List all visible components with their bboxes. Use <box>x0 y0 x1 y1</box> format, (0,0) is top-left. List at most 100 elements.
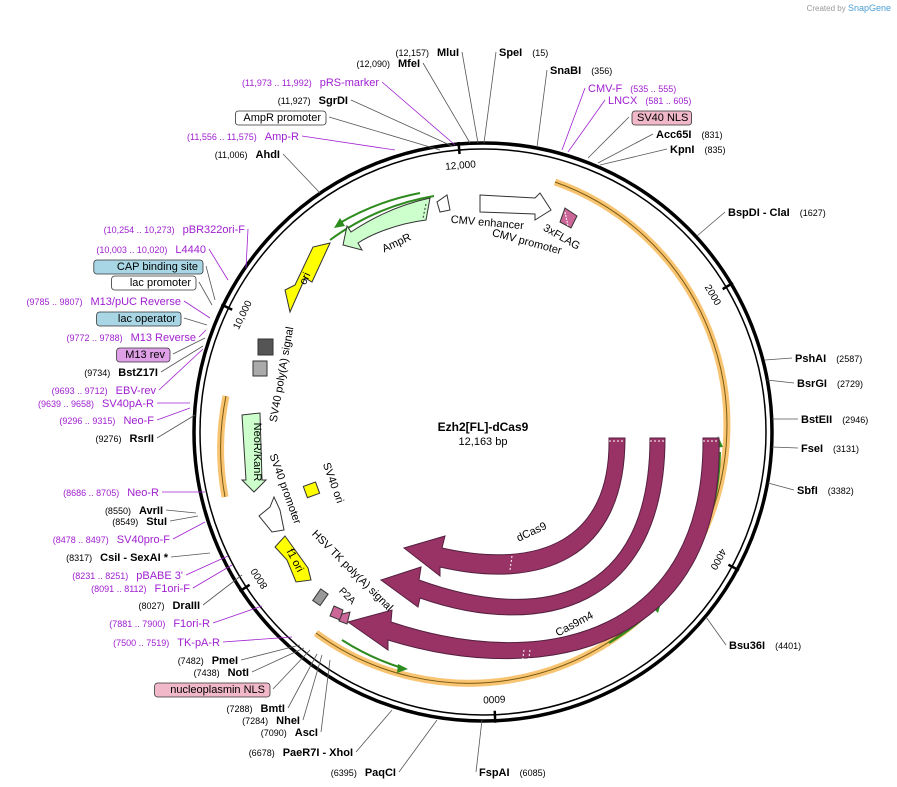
site-position: (2587) <box>836 354 862 364</box>
orf-arrow-4 <box>337 192 421 225</box>
site-label: (8317)CsiI - SexAI * <box>66 552 169 564</box>
site-label: (8549)StuI <box>112 516 167 528</box>
site-name: Neo-R <box>127 487 159 499</box>
site-leader <box>771 446 799 449</box>
snapgene-credit: Created by SnapGene <box>807 3 891 13</box>
site-left: (6395)PaqCI <box>331 719 438 779</box>
site-position: (535 .. 555) <box>630 84 676 94</box>
site-leader <box>483 51 497 144</box>
site-labels: SpeI(15)SnaBI(356)CMV-F(535 .. 555)LNCX(… <box>26 47 868 779</box>
site-label: (7284)NheI <box>242 715 300 727</box>
site-left: (9734)BstZ17I <box>84 345 204 379</box>
site-name: PaqCI <box>365 767 396 779</box>
site-left: (7881 .. 7900)F1ori-R <box>109 605 263 630</box>
site-leader <box>205 265 216 301</box>
tick-label: 2000 <box>702 283 723 308</box>
site-leader <box>158 348 204 391</box>
site-label: lac promoter <box>130 277 191 289</box>
brand-text: SnapGene <box>847 3 891 13</box>
site-leader <box>160 345 204 373</box>
cas9m4-arrow <box>346 437 720 660</box>
tick-mark <box>727 563 740 572</box>
site-label: (8550)AvrII <box>105 505 163 517</box>
plasmid-size: 12,163 bp <box>459 436 508 448</box>
site-label: AmpR promoter <box>243 112 321 124</box>
site-position: (7482) <box>178 656 204 666</box>
site-leader <box>764 357 793 361</box>
site-left: (8231 .. 8251)pBABE 3' <box>72 555 229 582</box>
site-name: SV40pA-R <box>102 398 154 410</box>
site-position: (7288) <box>227 704 253 714</box>
site-position: (2946) <box>842 415 868 425</box>
sv40-promoter-arrow <box>258 495 285 533</box>
label-neor: NeoR/KanR <box>251 423 263 482</box>
site-name: MluI <box>437 47 459 59</box>
site-name: pBABE 3' <box>136 570 183 582</box>
site-label: (11,927)SgrDI <box>278 95 348 107</box>
site-label: lac operator <box>118 313 176 325</box>
tick-label: 10,000 <box>231 299 254 332</box>
site-leader <box>212 605 263 624</box>
site-position: (15) <box>532 48 548 58</box>
site-name: PshAI <box>795 353 826 365</box>
site-label: (9772 .. 9788)M13 Reverse <box>67 332 196 344</box>
site-leader <box>350 99 453 147</box>
site-left: (7288) BmtI <box>227 653 318 715</box>
tick-mark <box>238 583 251 593</box>
site-position: (3382) <box>828 486 854 496</box>
site-name: BspDI - ClaI <box>728 207 790 219</box>
cas9-arrow <box>379 437 666 616</box>
neor-arrow <box>240 412 268 493</box>
site-position: (831) <box>701 130 722 140</box>
site-label: KpnI(835) <box>670 144 725 156</box>
site-name: TK-pA-R <box>177 637 220 649</box>
site-position: (11,006) <box>215 150 248 160</box>
orf-arrowhead-4 <box>334 218 345 228</box>
site-left: (8549)StuI <box>112 515 199 528</box>
site-right: SnaBI(356) <box>536 65 612 148</box>
site-name: Neo-F <box>123 415 154 427</box>
site-left: (8091 .. 8112)F1ori-F <box>91 564 233 595</box>
site-name: SpeI <box>499 47 522 59</box>
site-name: BsrGI <box>797 378 827 390</box>
site-label: (9693 .. 9712)EBV-rev <box>52 385 157 397</box>
site-label: (11,006)AhdI <box>215 149 280 161</box>
site-right: CMV-F(535 .. 555) <box>561 83 676 151</box>
site-leader <box>561 87 586 151</box>
site-position: (356) <box>591 66 612 76</box>
site-position: (6085) <box>520 768 546 778</box>
site-name: FseI <box>801 443 823 455</box>
site-label: FspAI(6085) <box>479 767 546 779</box>
site-left: (8478 .. 8497)SV40pro-F <box>53 521 206 546</box>
site-name: PmeI <box>212 655 238 667</box>
site-name: CsiI - SexAI * <box>100 552 169 564</box>
site-position: (8478 .. 8497) <box>53 535 109 545</box>
site-left: (7482) PmeI <box>178 644 301 667</box>
site-label: SpeI (15) <box>499 47 548 59</box>
site-position: (4401) <box>775 641 801 651</box>
site-label: (12,157)MluI <box>395 47 459 59</box>
site-position: (7284) <box>242 716 268 726</box>
tick-mark <box>457 141 461 155</box>
ampr-promoter-arrow <box>436 194 451 213</box>
site-leader <box>198 329 207 338</box>
site-label: Bsu36I(4401) <box>729 640 801 652</box>
label-ampr: AmpR <box>380 231 413 255</box>
site-name: KpnI <box>670 144 694 156</box>
site-left: (7438)NotI <box>194 647 305 679</box>
site-name: SgrDI <box>319 95 348 107</box>
site-right: PshAI (2587) <box>764 353 862 365</box>
site-leader <box>240 644 301 661</box>
site-leader <box>320 659 331 733</box>
site-name: BstZ17I <box>118 367 158 379</box>
site-position: (2729) <box>837 379 863 389</box>
site-name: BmtI <box>261 703 285 715</box>
tick-mark <box>493 710 497 723</box>
site-leader <box>183 317 208 326</box>
site-label: BstEII(2946) <box>801 414 868 426</box>
site-right: Acc65I(831) <box>597 129 723 164</box>
site-label: BsrGI (2729) <box>797 378 863 390</box>
site-name: AscI <box>295 727 318 739</box>
tick-label: 4000 <box>707 546 727 571</box>
